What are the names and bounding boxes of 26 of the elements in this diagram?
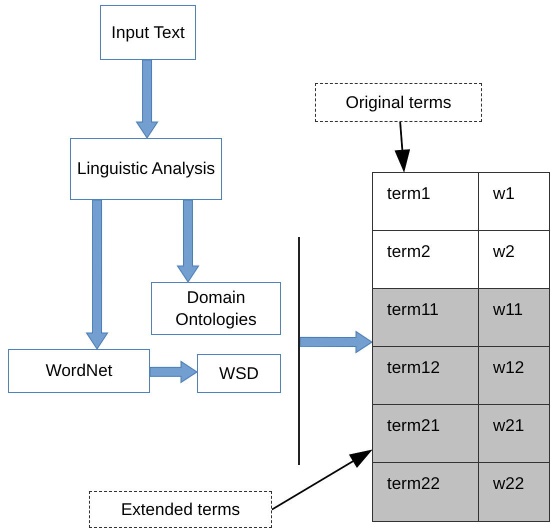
arrow — [394, 122, 410, 172]
arrow — [176, 200, 200, 283]
arrow — [271, 450, 372, 510]
table-cell: term12 — [373, 347, 479, 405]
process-box: WSD — [197, 354, 281, 393]
process-box: Linguistic Analysis — [70, 138, 222, 200]
callout-box: Extended terms — [89, 491, 272, 528]
table-cell: term22 — [373, 463, 479, 521]
table-cell: term21 — [373, 405, 479, 463]
arrow — [150, 360, 198, 384]
table-cell: w11 — [479, 289, 549, 347]
term-table — [372, 172, 550, 522]
process-box: Domain Ontologies — [151, 282, 281, 335]
callout-box: Original terms — [315, 83, 482, 122]
table-cell: w22 — [479, 463, 549, 521]
arrow — [136, 60, 158, 139]
table-cell: w12 — [479, 347, 549, 405]
table-cell: term1 — [373, 173, 479, 231]
arrow — [299, 330, 373, 354]
process-box: WordNet — [8, 349, 150, 393]
arrow — [86, 200, 108, 350]
table-cell: w1 — [479, 173, 549, 231]
table-cell: w21 — [479, 405, 549, 463]
vertical-bracket-line — [298, 237, 300, 465]
table-cell: term11 — [373, 289, 479, 347]
process-box: Input Text — [100, 5, 196, 60]
